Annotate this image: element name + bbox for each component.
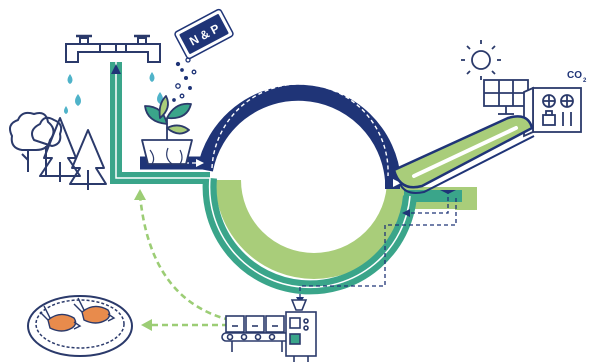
nutrient-bubbles: [172, 57, 197, 102]
co2-subscript: 2: [583, 78, 587, 84]
flow-arrow-icon: [134, 189, 146, 200]
shrimp-icon: [39, 305, 82, 332]
flow-arrow-icon: [196, 159, 204, 167]
forest-icon: [9, 111, 107, 190]
sun-icon: [461, 40, 501, 80]
co2-label: CO 2: [567, 70, 587, 84]
flow-arrow-icon: [393, 179, 401, 187]
shrimp-pond-icon: [27, 295, 133, 357]
green-dashed-lines: [138, 194, 231, 327]
co2-text: CO: [567, 70, 582, 81]
teal-flow-pipe: [110, 62, 462, 295]
plant-pot-icon: [141, 95, 193, 165]
water-tap-icon: [115, 34, 161, 63]
processing-machine-icon: [221, 299, 317, 362]
solar-panel-icon: [483, 79, 529, 115]
flow-arrow-icon: [141, 319, 152, 331]
shrimp-icon: [73, 297, 116, 324]
water-tap-icon: [65, 34, 117, 63]
co2-control-cabinet-icon: [523, 86, 582, 138]
navy-flow-pipe: [140, 83, 401, 189]
flow-arrow-icon: [402, 209, 410, 217]
flow-arrow-icon: [111, 64, 121, 74]
flow-arrow-icon: [440, 190, 456, 194]
photobioreactor-tube-icon: [392, 115, 535, 194]
water-drops: [64, 72, 163, 114]
nutrient-tag-icon: N & P: [174, 8, 234, 60]
dashed-return-lines: [299, 190, 457, 298]
